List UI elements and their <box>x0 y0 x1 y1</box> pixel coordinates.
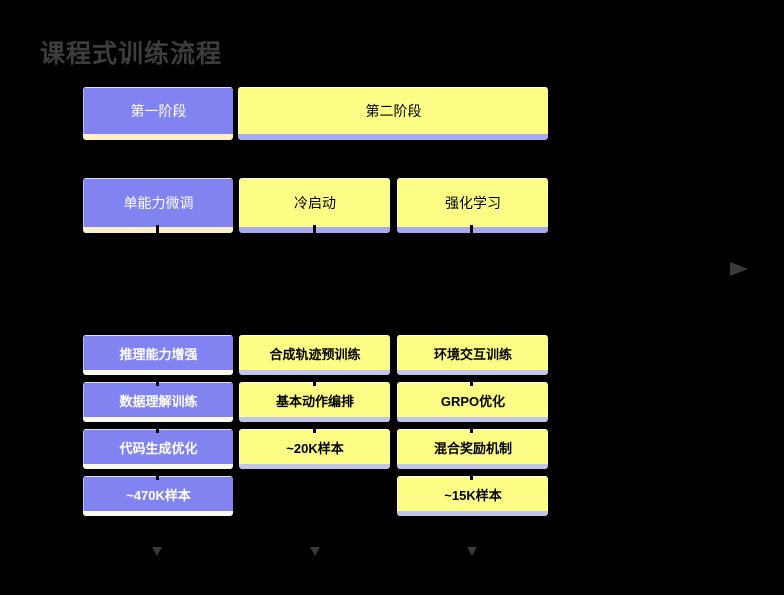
flow-arrow-icon <box>310 547 320 556</box>
stage2-label: 第二阶段 <box>365 103 422 119</box>
detail-accent-strip <box>83 417 233 422</box>
detail-label: 数据理解训练 <box>119 393 198 409</box>
detail-box-col2-r3: ~20K样本 <box>239 429 390 469</box>
flow-arrow-icon <box>152 547 162 556</box>
detail-label: ~15K样本 <box>444 487 502 503</box>
detail-accent-strip <box>239 417 390 422</box>
detail-box-col3-r2: GRPO优化 <box>397 382 548 422</box>
detail-label: ~470K样本 <box>126 487 191 503</box>
stage1-label: 第一阶段 <box>130 103 187 119</box>
page-title: 课程式训练流程 <box>40 40 223 68</box>
detail-accent-strip <box>239 370 390 375</box>
detail-label: GRPO优化 <box>440 393 506 409</box>
detail-label: 合成轨迹预训练 <box>269 346 361 362</box>
stage1-accent-strip <box>83 134 233 140</box>
detail-box-col1-r2: 数据理解训练 <box>83 382 233 422</box>
detail-box-col2-r1: 合成轨迹预训练 <box>239 335 390 375</box>
detail-box-col2-r2: 基本动作编排 <box>239 382 390 422</box>
timeline-arrow-icon <box>730 262 748 276</box>
connector-tick <box>313 427 316 433</box>
phase-finetune-label: 单能力微调 <box>123 195 194 211</box>
phase-rl-label: 强化学习 <box>445 195 501 211</box>
detail-box-col1-r3: 代码生成优化 <box>83 429 233 469</box>
detail-box-col1-r1: 推理能力增强 <box>83 335 233 375</box>
stage1-header-box: 第一阶段 <box>83 87 233 140</box>
connector-tick <box>470 474 473 480</box>
detail-accent-strip <box>397 370 548 375</box>
phase-box-rl: 强化学习 <box>397 178 548 233</box>
connector-tick <box>156 474 159 480</box>
detail-label: 推理能力增强 <box>119 346 198 362</box>
phase-coldstart-label: 冷启动 <box>294 195 336 211</box>
connector-tick <box>470 427 473 433</box>
flow-arrow-icon <box>467 547 477 556</box>
connector-tick <box>470 380 473 386</box>
stage2-accent-strip <box>238 134 548 140</box>
detail-label: 基本动作编排 <box>275 393 354 409</box>
detail-accent-strip <box>83 370 233 375</box>
connector-tick <box>156 380 159 386</box>
connector-tick <box>313 380 316 386</box>
connector-tick <box>156 225 159 236</box>
detail-label: ~20K样本 <box>286 440 344 456</box>
detail-accent-strip <box>397 511 548 516</box>
detail-label: 代码生成优化 <box>119 440 198 456</box>
detail-box-col1-r4: ~470K样本 <box>83 476 233 516</box>
detail-box-col3-r3: 混合奖励机制 <box>397 429 548 469</box>
connector-tick <box>313 225 316 236</box>
detail-accent-strip <box>397 417 548 422</box>
connector-tick <box>470 225 473 236</box>
detail-box-col3-r4: ~15K样本 <box>397 476 548 516</box>
detail-label: 混合奖励机制 <box>433 440 512 456</box>
detail-accent-strip <box>239 464 390 469</box>
detail-accent-strip <box>397 464 548 469</box>
connector-tick <box>156 427 159 433</box>
detail-label: 环境交互训练 <box>433 346 512 362</box>
detail-accent-strip <box>83 464 233 469</box>
detail-accent-strip <box>83 511 233 516</box>
stage2-header-box: 第二阶段 <box>238 87 548 140</box>
detail-box-col3-r1: 环境交互训练 <box>397 335 548 375</box>
